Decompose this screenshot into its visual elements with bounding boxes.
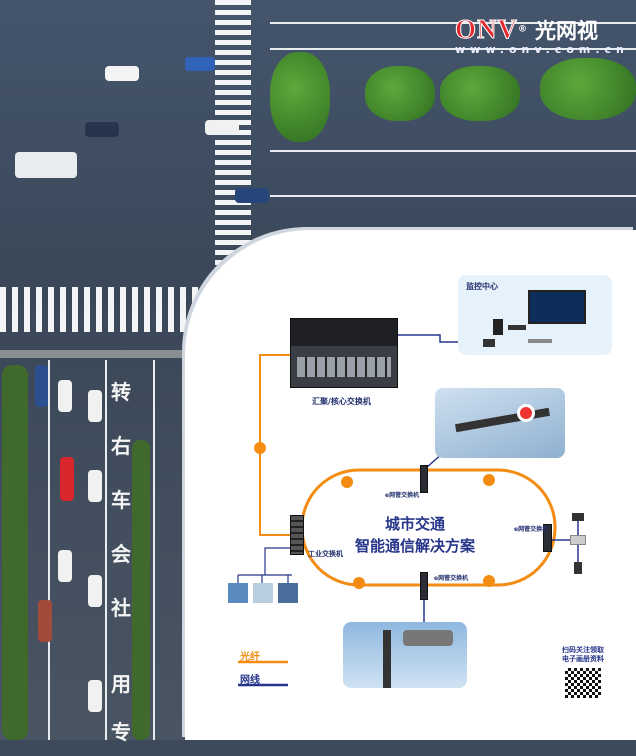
green-median [132,440,150,740]
lane-line [270,150,636,152]
green-median [2,365,28,740]
lane-line [153,360,155,740]
onv-logo: ONV®光网视 www.onv.com.cn [455,14,629,57]
legend-fiber-label: 光纤 [240,652,260,663]
sensor-icon [574,562,582,574]
core-switch-icon [290,318,398,388]
eswitch-right-icon [543,524,552,552]
cable-link [237,547,298,585]
fiber-connector-icons [254,442,495,589]
lane-line [270,48,636,50]
server-icon [493,319,503,335]
road-text: 转右车会社 [111,380,131,620]
crosswalk [0,287,205,332]
car [88,680,102,712]
crosswalk [215,0,251,280]
camera-photo [343,622,467,688]
lane-line [270,22,636,24]
switch-icon [528,339,552,343]
monitor-center-panel: 监控中心 [458,275,612,355]
car [58,380,72,412]
car [58,550,72,582]
tree [540,58,636,120]
car [88,470,102,502]
eswitch-right-label: e网管交换机 [514,526,549,533]
qr-code[interactable] [563,666,603,700]
tree [365,66,435,121]
car [105,66,139,81]
lane-line [270,195,636,197]
car [85,122,119,137]
road-text: 用专 [111,672,131,744]
solution-title: 城市交通 智能通信解决方案 [354,515,475,555]
median [0,350,200,358]
bus [15,152,77,178]
qr-caption: 扫码关注领取电子画册资料 [562,646,604,663]
industrial-switch-label: 工业交换机 [308,550,343,558]
camera-thumbnail [278,583,298,603]
camera-icon [570,535,586,545]
car [185,57,215,71]
lane-line [105,360,107,740]
tree [270,52,330,142]
monitor-icon [483,339,495,347]
eswitch-bottom-icon [420,572,428,600]
tree [440,66,520,121]
car [88,390,102,422]
car [205,120,239,135]
camera-icon [572,513,584,521]
car [88,575,102,607]
industrial-switch-icon [290,515,304,555]
lane-line [48,360,50,740]
car [35,365,48,407]
traffic-light-photo [435,388,565,458]
eswitch-top-icon [420,465,428,493]
car [38,600,52,642]
car [60,457,74,501]
monitor-center-title: 监控中心 [466,282,498,291]
camera-thumbnail [228,583,248,603]
legend-cable-label: 网线 [240,675,260,686]
nvr-icon [508,325,526,330]
eswitch-bottom-label: e网管交换机 [434,575,469,582]
core-switch-label: 汇聚/核心交换机 [312,397,371,406]
eswitch-top-label: e网管交换机 [385,492,420,499]
video-wall-icon [528,290,586,324]
camera-thumbnail [253,583,273,603]
car [235,188,269,203]
